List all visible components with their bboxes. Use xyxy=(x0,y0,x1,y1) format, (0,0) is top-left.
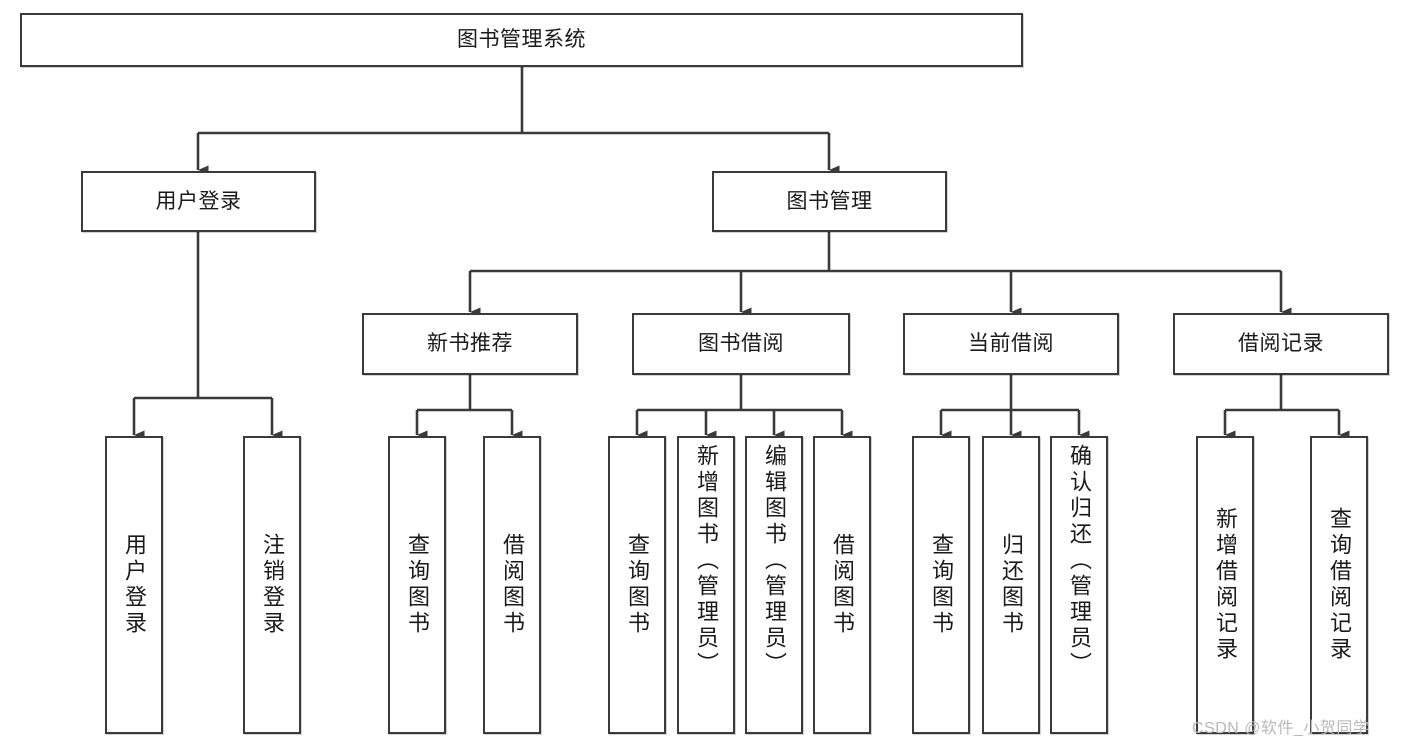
node-label: 查询图书 xyxy=(625,533,650,637)
node-borrow[interactable]: 图书借阅 xyxy=(632,313,850,375)
node-leaf6[interactable]: 新增图书（管理员） xyxy=(677,436,735,734)
node-newbook[interactable]: 新书推荐 xyxy=(362,313,578,375)
node-label: 确认归还（管理员） xyxy=(1067,444,1092,678)
watermark-label: CSDN @软件_小贺同学 xyxy=(1192,720,1370,737)
node-label: 查询图书 xyxy=(929,533,954,637)
node-label: 注销登录 xyxy=(260,533,285,637)
node-leaf13[interactable]: 查询借阅记录 xyxy=(1310,436,1368,734)
node-label: 图书管理系统 xyxy=(457,28,586,52)
node-label: 归还图书 xyxy=(999,533,1024,637)
node-leaf4[interactable]: 借阅图书 xyxy=(483,436,541,734)
node-label: 新增图书（管理员） xyxy=(694,444,719,678)
node-records[interactable]: 借阅记录 xyxy=(1173,313,1389,375)
node-label: 用户登录 xyxy=(122,533,147,637)
node-leaf5[interactable]: 查询图书 xyxy=(608,436,666,734)
node-leaf10[interactable]: 归还图书 xyxy=(982,436,1040,734)
node-leaf8[interactable]: 借阅图书 xyxy=(813,436,871,734)
node-label: 查询图书 xyxy=(405,533,430,637)
node-label: 查询借阅记录 xyxy=(1327,507,1352,663)
node-label: 图书借阅 xyxy=(698,332,784,356)
node-label: 借阅图书 xyxy=(830,533,855,637)
node-label: 图书管理 xyxy=(786,189,873,213)
node-current[interactable]: 当前借阅 xyxy=(903,313,1119,375)
node-label: 当前借阅 xyxy=(968,332,1054,356)
node-leaf9[interactable]: 查询图书 xyxy=(912,436,970,734)
node-label: 新增借阅记录 xyxy=(1213,507,1238,663)
node-label: 用户登录 xyxy=(155,189,242,213)
node-bookmgmt[interactable]: 图书管理 xyxy=(712,171,947,232)
node-leaf3[interactable]: 查询图书 xyxy=(388,436,446,734)
node-leaf1[interactable]: 用户登录 xyxy=(105,436,163,734)
node-label: 借阅记录 xyxy=(1238,332,1324,356)
node-leaf2[interactable]: 注销登录 xyxy=(243,436,301,734)
node-leaf11[interactable]: 确认归还（管理员） xyxy=(1050,436,1108,734)
node-root[interactable]: 图书管理系统 xyxy=(20,13,1023,67)
node-label: 新书推荐 xyxy=(427,332,513,356)
node-leaf12[interactable]: 新增借阅记录 xyxy=(1196,436,1254,734)
node-leaf7[interactable]: 编辑图书（管理员） xyxy=(745,436,803,734)
node-label: 借阅图书 xyxy=(500,533,525,637)
node-label: 编辑图书（管理员） xyxy=(762,444,787,678)
node-login[interactable]: 用户登录 xyxy=(81,171,316,232)
